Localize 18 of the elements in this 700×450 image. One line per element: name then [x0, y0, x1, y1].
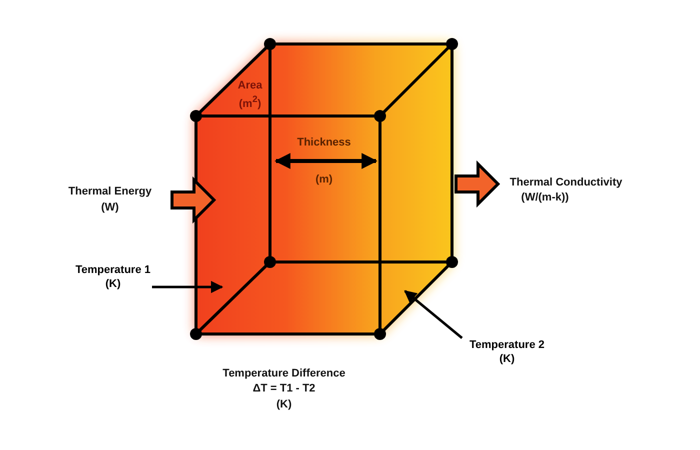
label-text: Temperature 2 — [468, 338, 546, 352]
label-text: Thickness — [297, 136, 351, 150]
label-text: (K) — [498, 352, 516, 366]
label-text: Thermal Energy — [68, 186, 152, 198]
label-text: ΔT = T1 - T2 — [252, 382, 316, 396]
label-text: (m$^{2}$) — [238, 93, 262, 111]
label-text: (K) — [276, 398, 292, 412]
label-text: (W/(m-k)) — [521, 192, 569, 204]
label-text: Thermal Conductivity — [510, 176, 622, 190]
label-text: Temperature 1 — [74, 263, 152, 277]
leader-arrow — [152, 280, 224, 294]
label-text: (K) — [104, 277, 122, 291]
label-text: (W) — [101, 202, 119, 214]
label-text: (m) — [315, 174, 333, 186]
leader-arrow — [404, 290, 463, 339]
label-text: Area — [238, 80, 262, 92]
cube-drawing — [190, 38, 458, 340]
label-text: Temperature Difference — [222, 368, 346, 380]
